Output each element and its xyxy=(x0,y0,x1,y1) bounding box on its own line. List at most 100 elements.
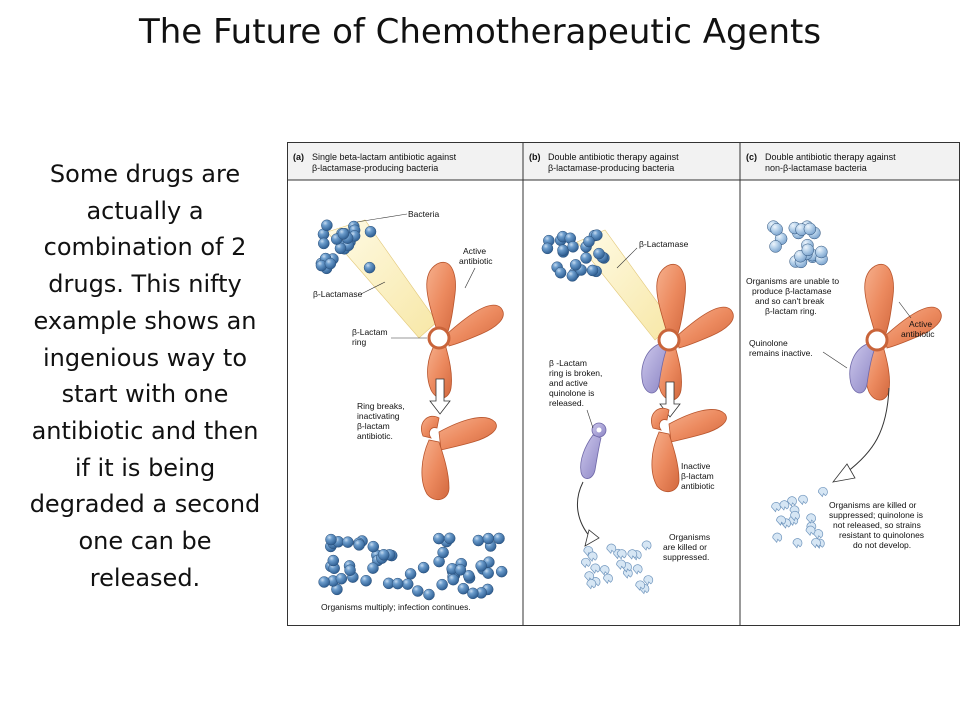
panel-b-tag: (b) xyxy=(529,152,541,162)
panel-a-header-line-2: β-lactamase-producing bacteria xyxy=(312,163,438,173)
killed-organism xyxy=(599,565,610,576)
bacterium xyxy=(367,562,379,574)
bacterium xyxy=(569,259,582,271)
panel-b-inactive-antibiotic xyxy=(651,407,727,493)
panel-c-label-quinolone-2: remains inactive. xyxy=(749,348,813,358)
panel-b: β-Lactamase β -Lactam ring is broken, an… xyxy=(541,229,734,595)
panel-a-header: (a) Single beta-lactam antibiotic agains… xyxy=(293,152,457,173)
panel-c-quinolone-leader xyxy=(822,351,848,369)
bacterium xyxy=(815,245,828,259)
killed-organism xyxy=(790,510,800,522)
killed-organism xyxy=(606,543,617,554)
bacterium xyxy=(437,546,449,559)
panel-c-label-unable-4: β-lactam ring. xyxy=(765,306,817,316)
bacterium xyxy=(377,549,390,561)
panel-a-label-ring-1: β-Lactam xyxy=(352,327,388,337)
panel-c-label-active-1: Active xyxy=(909,319,932,329)
panel-c-bacteria-cluster xyxy=(767,220,828,269)
description-line: if it is being xyxy=(74,453,216,482)
killed-organism xyxy=(616,559,626,570)
bacterium xyxy=(567,241,579,253)
killed-organism xyxy=(772,532,783,543)
panel-c-curved-arrow-head xyxy=(832,463,856,483)
panel-c-combined-antibiotic xyxy=(849,263,942,401)
panel-b-curved-arrow-head xyxy=(584,529,600,547)
bacterium xyxy=(475,560,487,572)
description-line: drugs. This nifty xyxy=(48,270,242,299)
panel-c-label-unable-1: Organisms are unable to xyxy=(746,276,839,286)
bacterium xyxy=(423,588,435,601)
description-line: one can be xyxy=(78,527,212,556)
killed-organism xyxy=(787,496,797,507)
panel-a-label-beta-lactamase: β-Lactamase xyxy=(313,289,363,299)
description-line: released. xyxy=(89,563,201,592)
bacterium xyxy=(482,532,495,545)
panel-c-killed-organisms xyxy=(771,487,828,549)
panel-b-label-inactive-1: Inactive xyxy=(681,461,711,471)
panel-c-header-line-2: non-β-lactamase bacteria xyxy=(765,163,867,173)
description-line: start with one xyxy=(61,380,229,409)
bacterium xyxy=(321,219,333,232)
panel-a-multiplying-bacteria xyxy=(318,532,508,601)
panel-c-header-line-1: Double antibiotic therapy against xyxy=(765,152,896,162)
panel-a-bacteria-leader xyxy=(356,213,408,223)
panel-c-curved-arrow-shaft xyxy=(846,387,890,473)
killed-organism xyxy=(627,549,638,560)
panel-a: Bacteria Active antibiotic β-Lactamase β… xyxy=(313,209,508,612)
bacterium xyxy=(463,570,475,582)
bacterium xyxy=(770,223,783,236)
panel-b-label-broken-2: ring is broken, xyxy=(549,368,602,378)
description-line: Some drugs are xyxy=(49,160,241,188)
bacterium xyxy=(363,261,376,274)
panel-a-label-bacteria: Bacteria xyxy=(408,209,439,219)
panel-b-label-beta-lactamase: β-Lactamase xyxy=(639,239,689,249)
panel-b-killed-organisms xyxy=(580,540,654,595)
bacterium xyxy=(436,578,448,591)
panel-a-down-arrow xyxy=(429,378,451,415)
killed-organism xyxy=(792,538,803,549)
panel-b-outcome-3: suppressed. xyxy=(663,552,709,562)
panel-b-released-quinolone xyxy=(580,422,607,479)
panel-a-label-breaks-3: β-lactam xyxy=(357,421,390,431)
bacterium xyxy=(454,564,467,576)
panel-b-curved-arrow-shaft xyxy=(577,481,592,539)
panel-a-active-leader xyxy=(464,267,476,289)
bacterium xyxy=(554,266,567,279)
killed-organism xyxy=(586,579,597,590)
bacterium xyxy=(344,564,356,577)
killed-organism xyxy=(805,525,816,536)
killed-organism xyxy=(603,573,613,584)
panel-b-beta-lactam-ring xyxy=(657,328,681,352)
panel-b-quinolone-leader xyxy=(586,409,594,429)
killed-organism xyxy=(632,564,643,575)
description-line: example shows an xyxy=(33,306,257,335)
description-line: actually a xyxy=(86,196,204,225)
bacterium xyxy=(342,536,354,548)
bacterium xyxy=(364,225,377,238)
description-line: antibiotic and then xyxy=(31,416,259,445)
panel-a-tag: (a) xyxy=(293,152,304,162)
panel-a-outcome: Organisms multiply; infection continues. xyxy=(321,602,471,612)
bacterium xyxy=(433,532,445,545)
bacterium xyxy=(337,228,350,240)
bacterium xyxy=(401,578,414,590)
killed-organism xyxy=(806,513,816,524)
panel-c-tag: (c) xyxy=(746,152,757,162)
panel-a-lactamase-leader xyxy=(360,281,386,295)
bacterium xyxy=(318,576,330,588)
panel-c-label-active-2: antibiotic xyxy=(901,329,935,339)
panel-a-inactive-antibiotic xyxy=(421,415,497,501)
panel-c-outcome-3: not released, so strains xyxy=(833,520,921,530)
bacterium xyxy=(457,582,470,595)
panel-c-active-leader xyxy=(898,301,912,319)
bacterium xyxy=(447,573,459,586)
figure-header-band xyxy=(288,143,959,180)
bacterium xyxy=(803,222,817,236)
bacterium xyxy=(325,533,337,546)
killed-organism xyxy=(590,563,601,574)
panel-b-outcome-1: Organisms xyxy=(669,532,710,542)
killed-organism xyxy=(641,540,652,551)
panel-c-outcome-2: suppressed; quinolone is xyxy=(829,510,923,520)
bacterium xyxy=(493,532,505,545)
